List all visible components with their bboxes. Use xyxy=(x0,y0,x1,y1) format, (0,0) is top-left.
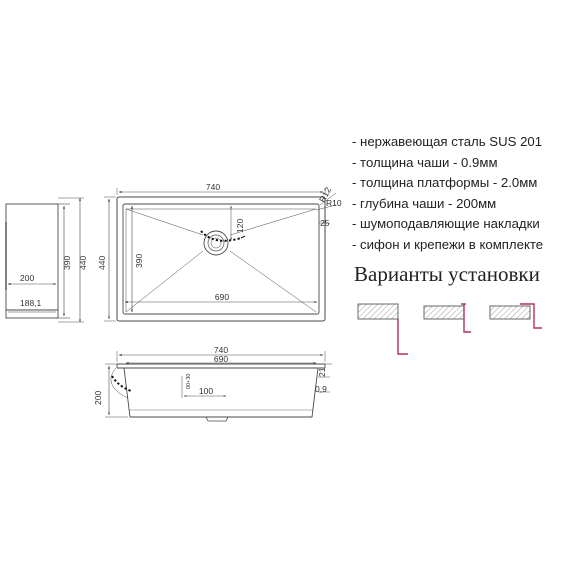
front-view xyxy=(105,351,332,422)
spec-item: - толщина платформы - 2.0мм xyxy=(352,175,538,191)
spec-item: - нержавеющая сталь SUS 201 xyxy=(352,134,543,149)
side-height-inner-label: 440 xyxy=(78,256,88,270)
spec-list: - нержавеющая сталь SUS 201 - толщина ча… xyxy=(352,132,543,256)
side-view xyxy=(5,197,84,323)
drain-outer-circle xyxy=(203,230,229,256)
spec-item: - толщина чаши - 0.9мм xyxy=(352,154,498,170)
top-overall-height-label: 440 xyxy=(97,256,107,270)
top-bowl-width-label: 690 xyxy=(215,292,229,302)
side-depth-label: 200 xyxy=(20,273,34,283)
corner-radius-inner-label: R10 xyxy=(326,198,342,208)
drain-inner-circle xyxy=(207,234,225,252)
side-height-outer-label: 390 xyxy=(62,256,72,270)
front-overall-width-label: 740 xyxy=(214,345,228,355)
side-width-label: 188,1 xyxy=(20,298,42,308)
front-dashed-arc xyxy=(111,375,132,392)
front-thickness-label: 0,9 xyxy=(315,384,327,394)
top-overall-width-label: 740 xyxy=(206,182,220,192)
front-drain-code-label: 00+30 xyxy=(186,374,192,389)
rim-offset-label: 25 xyxy=(320,218,330,228)
top-drain-offset-label: 120 xyxy=(235,219,245,233)
top-view xyxy=(104,188,337,322)
front-drain-distance-label: 100 xyxy=(199,386,213,396)
install-variant-undermount xyxy=(357,303,408,355)
top-view-rim xyxy=(116,196,326,322)
top-bowl-height-label: 390 xyxy=(134,254,144,268)
top-view-bowl xyxy=(122,203,320,315)
install-variants xyxy=(357,303,542,355)
spec-item: - сифон и крепежи в комплекте xyxy=(352,236,544,252)
spec-item: - глубина чаши - 200мм xyxy=(352,195,497,211)
front-view-bowl xyxy=(123,367,319,418)
install-variant-flush xyxy=(423,303,471,333)
front-depth-label: 200 xyxy=(93,391,103,405)
drain-dashed-arc xyxy=(200,230,242,242)
front-bowl-width-label: 690 xyxy=(214,354,228,364)
spec-item: - шумоподавляющие накладки xyxy=(352,216,540,232)
install-variant-overmount xyxy=(489,303,542,329)
front-rim-height-label: 21 xyxy=(317,367,327,377)
install-variants-title: Варианты установки xyxy=(354,262,540,286)
front-view-drain xyxy=(205,416,229,422)
